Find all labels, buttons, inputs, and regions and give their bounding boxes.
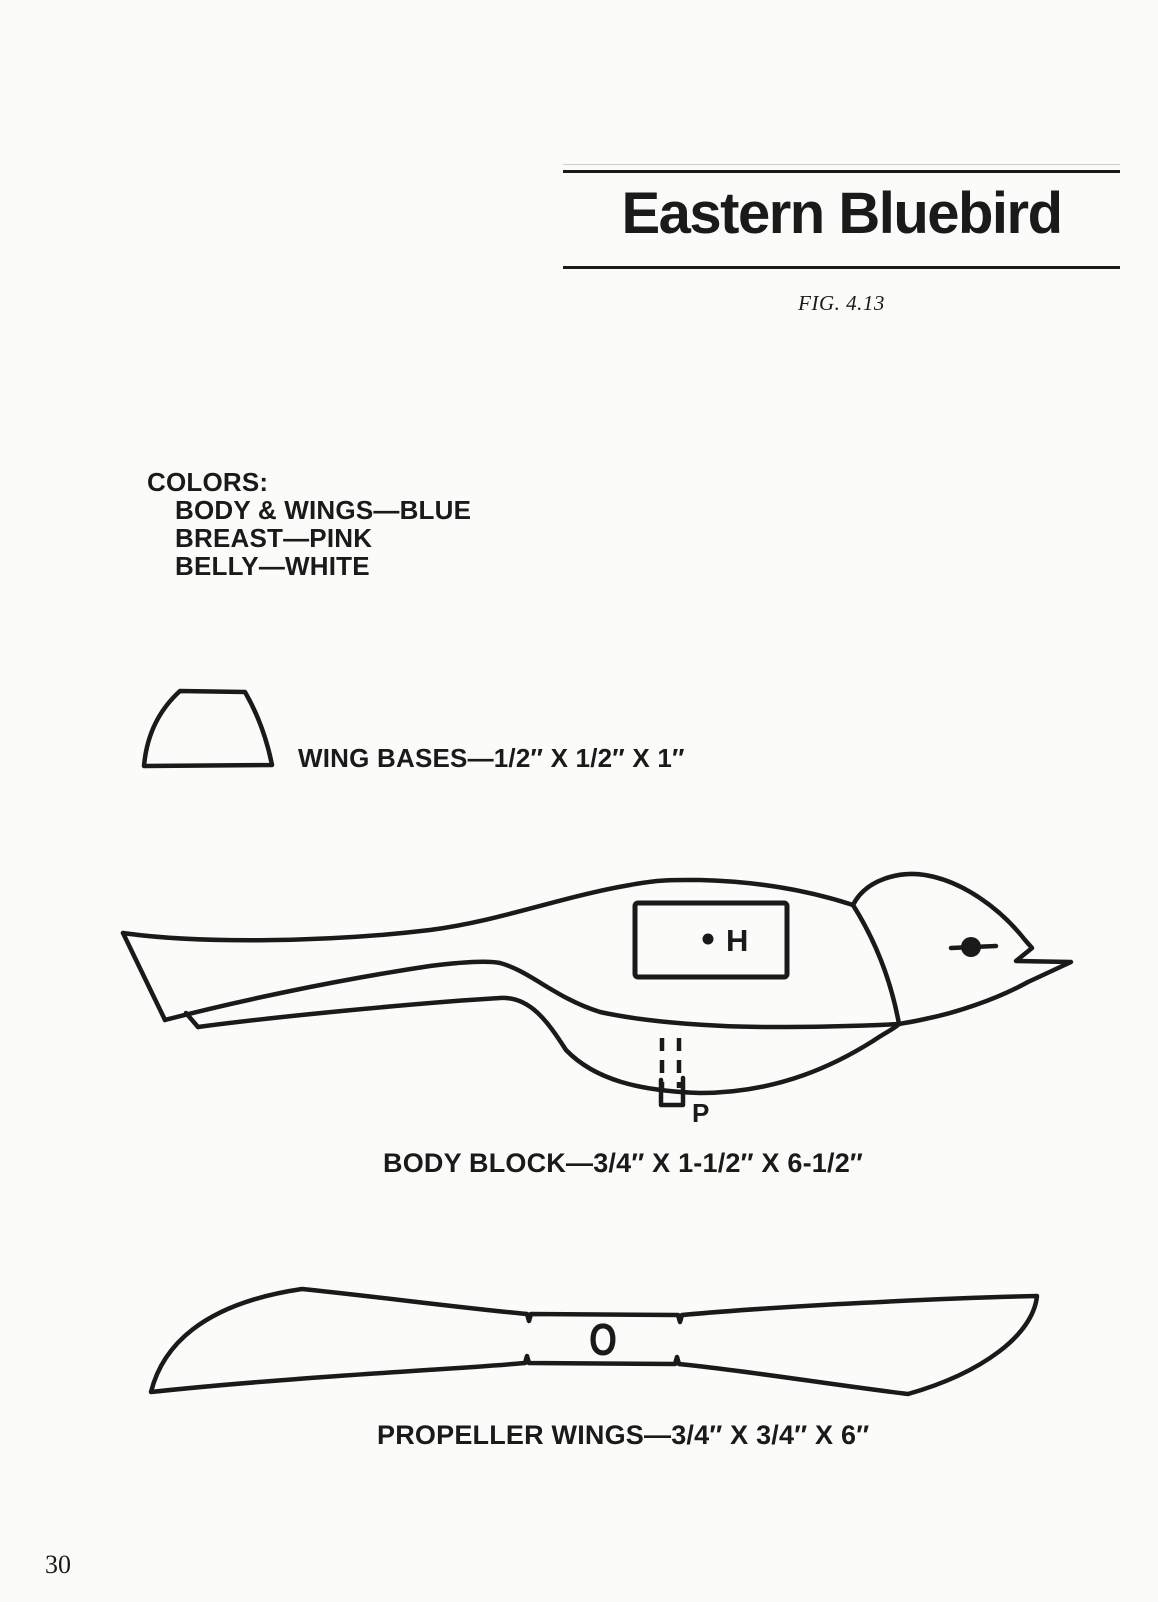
propeller-hub-hole-marker: O [589, 1314, 617, 1365]
propeller-outline [148, 1286, 1040, 1397]
bird-eye [961, 937, 981, 957]
bird-back-outline [120, 877, 856, 943]
body-block-label: BODY BLOCK—3/4″ X 1-1/2″ X 6-1/2″ [383, 1148, 864, 1178]
page-number: 30 [45, 1550, 71, 1579]
wing-base-drawing [141, 688, 275, 769]
colors-item-belly: BELLY—WHITE [175, 551, 370, 581]
pivot-bracket [658, 1075, 686, 1108]
figure-caption: FIG. 4.13 [798, 291, 885, 315]
pivot-marker-label: P [692, 1098, 709, 1128]
colors-item-body-wings: BODY & WINGS—BLUE [175, 495, 472, 525]
wing-base-outline [141, 688, 275, 769]
colors-list: COLORS: BODY & WINGS—BLUE BREAST—PINK BE… [147, 468, 471, 580]
body-block-drawing: H P [120, 871, 1074, 1128]
hanger-hole-box [632, 900, 790, 980]
hanger-hole-dot [702, 933, 714, 945]
header-rule-bottom [563, 266, 1120, 269]
bird-tail-feather-edge [183, 1010, 201, 1030]
header-rule-top [563, 164, 1120, 173]
colors-item-breast: BREAST—PINK [175, 523, 373, 553]
propeller-wings-label: PROPELLER WINGS—3/4″ X 3/4″ X 6″ [377, 1420, 870, 1450]
wing-bases-label: WING BASES—1/2″ X 1/2″ X 1″ [298, 743, 685, 773]
propeller-wings-drawing: O [148, 1286, 1040, 1397]
page-title: Eastern Bluebird [621, 181, 1063, 246]
colors-heading: COLORS: [147, 467, 269, 497]
bird-wing-line [162, 959, 902, 1030]
bird-head-outline [850, 871, 1074, 1027]
bird-neck-line [850, 902, 902, 1027]
bird-tail-edge [120, 930, 168, 1023]
bird-belly-outline [195, 995, 902, 1096]
hanger-marker-label: H [726, 923, 748, 958]
